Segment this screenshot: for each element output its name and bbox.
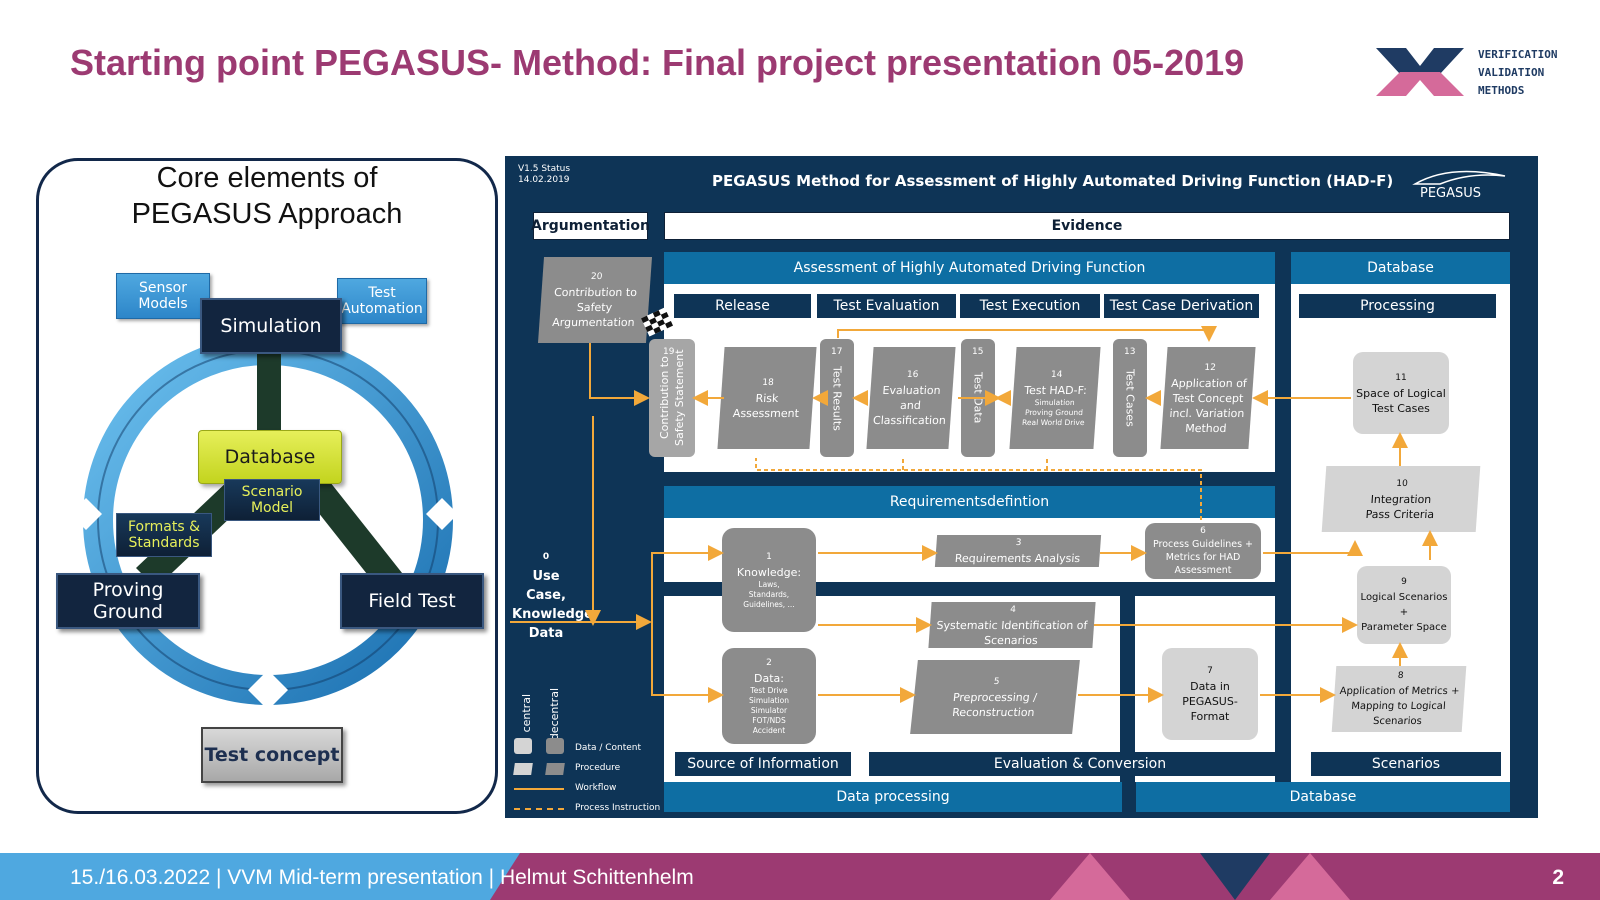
database-bottom-band: Database [1136, 782, 1510, 812]
vvm-logo [1376, 48, 1464, 96]
num-15: 15 [972, 347, 984, 357]
release-header: Release [674, 294, 811, 318]
safety-statement-box: Contribution to Safety Statement [649, 339, 695, 457]
data-processing-band: Data processing [664, 782, 1122, 812]
requirements-band: Requirementsdefintion [664, 486, 1275, 518]
legend-data-decentral-icon [546, 738, 564, 754]
use-case-input: 0 Use Case,Knowledge,Data [512, 552, 598, 641]
field-test-node: Field Test [340, 573, 484, 629]
evidence-header: Evidence [664, 212, 1510, 240]
test-evaluation-header: Test Evaluation [817, 294, 956, 318]
slide-title: Starting point PEGASUS- Method: Final pr… [70, 42, 1245, 83]
proving-ground-node: Proving Ground [56, 573, 200, 629]
checkered-flag-icon [640, 307, 674, 337]
test-execution-header: Test Execution [960, 294, 1100, 318]
evaluation-conversion-label: Evaluation & Conversion [869, 752, 1291, 776]
legend-instruction-line [514, 808, 564, 810]
source-of-information-label: Source of Information [675, 752, 851, 776]
core-elements-title: Core elements of PEGASUS Approach [131, 162, 403, 230]
footer-text: 15./16.03.2022 | VVM Mid-term presentati… [70, 866, 694, 889]
database-band: Database [1291, 252, 1510, 284]
num-13: 13 [1124, 347, 1136, 357]
legend-data-central-icon [514, 738, 532, 754]
legend-workflow-line [514, 788, 564, 790]
legend-data-label: Data / Content [575, 743, 642, 753]
formats-standards-node: Formats &Standards [116, 513, 212, 557]
legend-procedure-label: Procedure [575, 763, 621, 773]
footer-pattern [0, 853, 1350, 900]
legend-instruction-label: Process Instruction [575, 803, 661, 813]
pegasus-logo: PEGASUS [1420, 186, 1482, 201]
test-cases-box: Test Cases [1113, 339, 1147, 457]
simulation-node: Simulation [200, 298, 342, 354]
num-19: 19 [663, 347, 675, 357]
diagram-title: PEGASUS Method for Assessment of Highly … [712, 172, 1394, 190]
assessment-band: Assessment of Highly Automated Driving F… [664, 252, 1275, 284]
database-node: Database [198, 430, 342, 484]
legend-workflow-label: Workflow [575, 783, 617, 793]
scenarios-label: Scenarios [1311, 752, 1501, 776]
logo-text: VERIFICATION VALIDATION METHODS [1478, 48, 1558, 97]
pegasus-wing-icon [1412, 170, 1506, 185]
num-17: 17 [831, 347, 843, 357]
test-concept-node: Test concept [201, 727, 343, 783]
argumentation-header: Argumentation [531, 212, 650, 240]
test-case-derivation-header: Test Case Derivation [1104, 294, 1259, 318]
page-number: 2 [1552, 866, 1564, 889]
processing-header: Processing [1299, 294, 1496, 318]
